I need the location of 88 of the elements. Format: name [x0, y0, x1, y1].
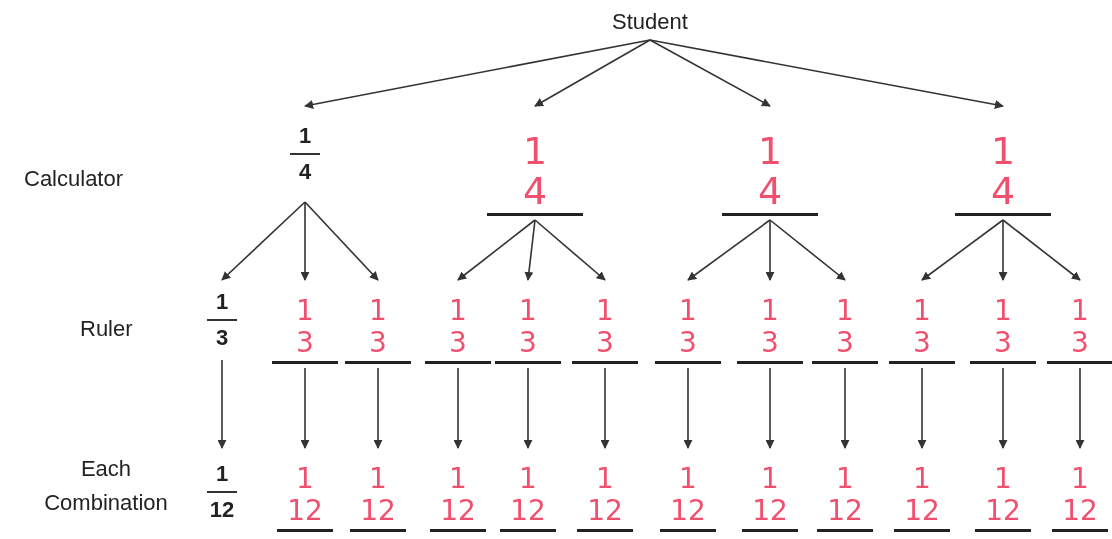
denominator: 3	[296, 327, 314, 359]
denominator: 12	[670, 495, 706, 527]
arrow	[300, 201, 310, 281]
numerator: 1	[369, 295, 387, 327]
numerator: 1	[596, 295, 614, 327]
numerator: 1	[994, 295, 1012, 327]
numerator: 1	[215, 461, 229, 487]
numerator: 1	[1071, 295, 1089, 327]
denominator: 3	[369, 327, 387, 359]
arrow	[300, 367, 310, 449]
numerator: 1	[369, 463, 387, 495]
denominator: 12	[752, 495, 788, 527]
denominator: 12	[440, 495, 476, 527]
numerator: 1	[836, 295, 854, 327]
arrow	[600, 367, 610, 449]
row-label: Each Combination	[43, 455, 169, 517]
arrow	[683, 367, 693, 449]
numerator: 1	[990, 131, 1016, 171]
arrow	[765, 219, 775, 281]
arrow	[373, 367, 383, 449]
arrow	[998, 367, 1008, 449]
denominator: 3	[913, 327, 931, 359]
arrow	[1002, 219, 1081, 281]
arrow	[649, 39, 1004, 109]
numerator: 1	[522, 131, 548, 171]
arrow	[217, 359, 227, 449]
denominator: 4	[990, 171, 1016, 211]
numerator: 1	[836, 463, 854, 495]
denominator: 3	[596, 327, 614, 359]
arrow	[304, 201, 379, 281]
numerator: 1	[596, 463, 614, 495]
numerator: 1	[757, 131, 783, 171]
numerator: 1	[679, 463, 697, 495]
denominator: 4	[757, 171, 783, 211]
denominator: 3	[679, 327, 697, 359]
denominator: 12	[827, 495, 863, 527]
numerator: 1	[519, 295, 537, 327]
denominator: 12	[287, 495, 323, 527]
numerator: 1	[679, 295, 697, 327]
arrow	[765, 367, 775, 449]
arrow	[534, 39, 651, 107]
arrow	[687, 219, 771, 281]
arrow	[534, 219, 606, 281]
row-label: Calculator	[24, 165, 124, 193]
denominator: 3	[836, 327, 854, 359]
denominator: 3	[449, 327, 467, 359]
denominator: 4	[298, 159, 312, 185]
arrow	[769, 219, 846, 281]
arrow	[457, 219, 536, 281]
denominator: 3	[994, 327, 1012, 359]
numerator: 1	[1071, 463, 1089, 495]
arrow	[221, 201, 306, 281]
arrow	[1075, 367, 1085, 449]
arrow	[523, 367, 533, 449]
numerator: 1	[913, 463, 931, 495]
row-label: Ruler	[80, 315, 133, 343]
numerator: 1	[761, 295, 779, 327]
numerator: 1	[215, 289, 229, 315]
denominator: 3	[761, 327, 779, 359]
numerator: 1	[296, 463, 314, 495]
arrow	[649, 39, 771, 107]
numerator: 1	[519, 463, 537, 495]
arrow	[840, 367, 850, 449]
denominator: 12	[587, 495, 623, 527]
numerator: 1	[449, 463, 467, 495]
denominator: 4	[522, 171, 548, 211]
arrow	[917, 367, 927, 449]
denominator: 12	[985, 495, 1021, 527]
denominator: 3	[1071, 327, 1089, 359]
arrow	[453, 367, 463, 449]
denominator: 3	[215, 325, 229, 351]
numerator: 1	[298, 123, 312, 149]
denominator: 12	[510, 495, 546, 527]
numerator: 1	[761, 463, 779, 495]
arrow	[998, 219, 1008, 281]
denominator: 12	[209, 497, 235, 523]
denominator: 3	[519, 327, 537, 359]
denominator: 12	[360, 495, 396, 527]
denominator: 12	[1062, 495, 1098, 527]
arrow	[304, 39, 651, 109]
numerator: 1	[994, 463, 1012, 495]
arrow	[921, 219, 1004, 281]
numerator: 1	[913, 295, 931, 327]
denominator: 12	[904, 495, 940, 527]
numerator: 1	[449, 295, 467, 327]
numerator: 1	[296, 295, 314, 327]
tree-root-label: Student	[600, 6, 700, 36]
arrow	[524, 219, 536, 281]
